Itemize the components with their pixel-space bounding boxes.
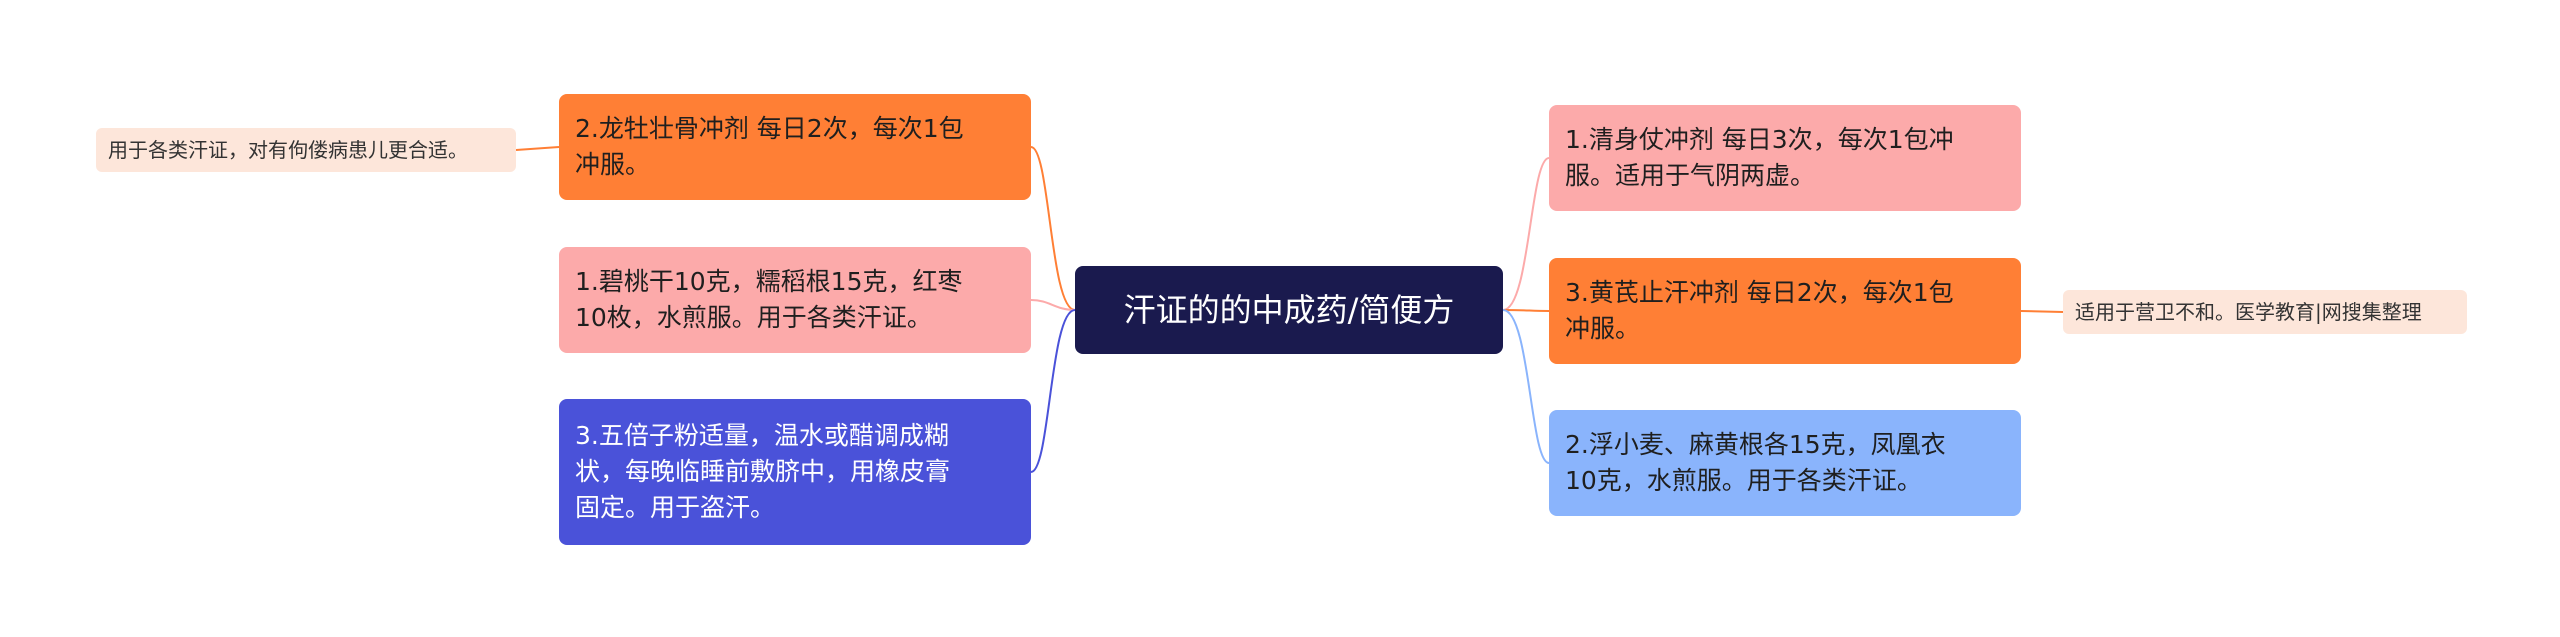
topic-fuxiaomai[interactable]: 2.浮小麦、麻黄根各15克，凤凰衣 10克，水煎服。用于各类汗证。 [1549,410,2021,516]
topic-bitaogan[interactable]: 1.碧桃干10克，糯稻根15克，红枣 10枚，水煎服。用于各类汗证。 [559,247,1031,353]
link-root-right-2 [1502,309,1550,312]
note-longmu-zhuanggu[interactable]: 用于各类汗证，对有佝偻病患儿更合适。 [96,128,516,172]
root-topic[interactable]: 汗证的的中成药/简便方 [1075,266,1503,354]
note-label: 适用于营卫不和。医学教育|网搜集整理 [2075,299,2422,324]
link-root-left-1 [1030,146,1076,311]
topic-huangqi-zhihan[interactable]: 3.黄芪止汗冲剂 每日2次，每次1包 冲服。 [1549,258,2021,364]
topic-label: 3.黄芪止汗冲剂 每日2次，每次1包 冲服。 [1565,277,1954,343]
note-huangqi-zhihan[interactable]: 适用于营卫不和。医学教育|网搜集整理 [2063,290,2467,334]
link-left1-note [515,146,560,151]
topic-label: 2.龙牡壮骨冲剂 每日2次，每次1包 冲服。 [575,113,964,179]
link-right2-note [2020,310,2064,313]
topic-label: 3.五倍子粉适量，温水或醋调成糊 状，每晚临睡前敷脐中，用橡皮膏 固定。用于盗汗… [575,420,951,523]
topic-label: 1.清身仗冲剂 每日3次，每次1包冲 服。适用于气阴两虚。 [1565,124,1954,190]
topic-wubeizi[interactable]: 3.五倍子粉适量，温水或醋调成糊 状，每晚临睡前敷脐中，用橡皮膏 固定。用于盗汗… [559,399,1031,545]
topic-longmu-zhuanggu[interactable]: 2.龙牡壮骨冲剂 每日2次，每次1包 冲服。 [559,94,1031,200]
topic-qingshenzhang[interactable]: 1.清身仗冲剂 每日3次，每次1包冲 服。适用于气阴两虚。 [1549,105,2021,211]
note-label: 用于各类汗证，对有佝偻病患儿更合适。 [108,137,468,162]
link-root-left-3 [1030,309,1076,473]
link-root-right-1 [1502,157,1550,311]
topic-label: 1.碧桃干10克，糯稻根15克，红枣 10枚，水煎服。用于各类汗证。 [575,266,963,332]
root-topic-label: 汗证的的中成药/简便方 [1123,290,1455,329]
link-root-right-3 [1502,309,1550,464]
topic-label: 2.浮小麦、麻黄根各15克，凤凰衣 10克，水煎服。用于各类汗证。 [1565,429,1946,495]
link-root-left-2 [1030,299,1076,311]
